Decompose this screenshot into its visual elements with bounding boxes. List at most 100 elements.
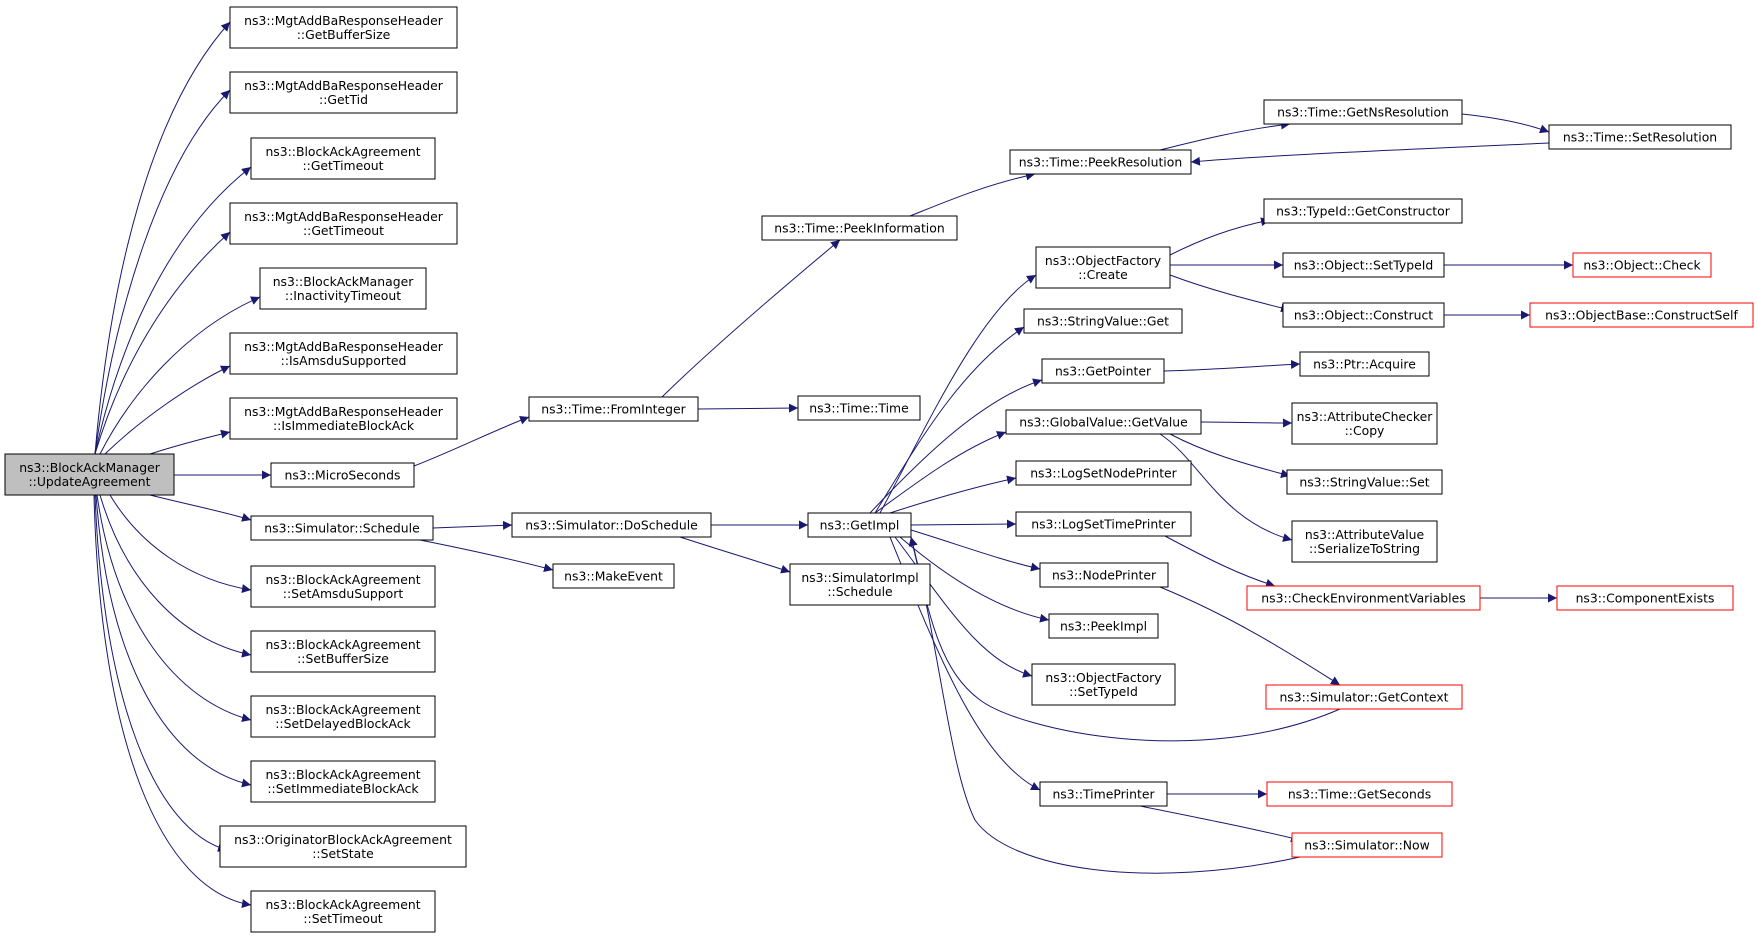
node-n-isimmediate[interactable]: ns3::MgtAddBaResponseHeader::IsImmediate…: [229, 397, 458, 440]
edge-root-to-n_setstate: [94, 494, 228, 852]
node-n-time-time[interactable]: ns3::Time::Time: [797, 395, 921, 421]
node-n-typeid-getconstructor[interactable]: ns3::TypeId::GetConstructor: [1263, 198, 1463, 224]
edge-n_getimpl-to-n_of_create: [879, 274, 1037, 514]
node-n-simimpl-schedule[interactable]: ns3::SimulatorImpl::Schedule: [789, 563, 931, 606]
node-box: [1015, 460, 1192, 486]
node-n-componentexists[interactable]: ns3::ComponentExists: [1556, 585, 1734, 611]
edge-n_setresolution-to-n_peekresolution: [1190, 142, 1550, 166]
edge-n_timeprinter-to-n_sim_now: [1139, 805, 1301, 843]
edge-n_getimpl-to-n_of_settypeid: [894, 536, 1033, 678]
edge-n_microseconds-to-n_frominteger: [413, 416, 530, 467]
node-n-getnsresolution[interactable]: ns3::Time::GetNsResolution: [1263, 99, 1463, 125]
node-n-logsettimeprinter[interactable]: ns3::LogSetTimePrinter: [1015, 511, 1192, 537]
node-n-setimmediate[interactable]: ns3::BlockAckAgreement::SetImmediateBloc…: [250, 760, 436, 803]
edge-n_getimpl-to-n_globalvalue_getvalue: [874, 431, 1007, 514]
node-box: [1291, 520, 1438, 563]
node-label-line: ns3::AttributeValue: [1305, 527, 1424, 542]
edge-root-to-n_inactivity: [99, 296, 261, 455]
node-label-line: ns3::BlockAckAgreement: [265, 637, 420, 652]
node-label-line: ns3::MgtAddBaResponseHeader: [244, 339, 444, 354]
node-n-of-create[interactable]: ns3::ObjectFactory::Create: [1035, 246, 1171, 289]
edge-n_getimpl-to-n_logsettimeprinter: [910, 519, 1017, 529]
edge-root-to-n_bag_gettimeout: [94, 166, 252, 455]
call-edges: [93, 21, 1573, 908]
node-n-getbuffersize[interactable]: ns3::MgtAddBaResponseHeader::GetBufferSi…: [229, 6, 458, 49]
node-label-line: ::GetTid: [319, 92, 368, 107]
node-label-line: ns3::Ptr::Acquire: [1313, 357, 1416, 372]
node-label-line: ::SetTypeId: [1069, 684, 1138, 699]
node-n-isamsdu[interactable]: ns3::MgtAddBaResponseHeader::IsAmsduSupp…: [229, 332, 458, 375]
node-box: [250, 760, 436, 803]
node-box: [229, 6, 458, 49]
node-n-time-getseconds[interactable]: ns3::Time::GetSeconds: [1266, 781, 1453, 807]
node-n-frominteger[interactable]: ns3::Time::FromInteger: [528, 396, 699, 422]
node-n-setbuffersize[interactable]: ns3::BlockAckAgreement::SetBufferSize: [250, 630, 436, 673]
node-n-schedule[interactable]: ns3::Simulator::Schedule: [250, 515, 434, 541]
node-n-mgt-gettimeout[interactable]: ns3::MgtAddBaResponseHeader::GetTimeout: [229, 202, 458, 245]
node-n-peekinformation[interactable]: ns3::Time::PeekInformation: [761, 215, 958, 241]
node-label-line: ns3::GlobalValue::GetValue: [1019, 415, 1188, 430]
node-n-globalvalue-getvalue[interactable]: ns3::GlobalValue::GetValue: [1005, 409, 1202, 435]
node-label-line: ns3::PeekImpl: [1060, 619, 1147, 634]
node-n-checkenv[interactable]: ns3::CheckEnvironmentVariables: [1246, 585, 1481, 611]
node-n-objectbase-constructself[interactable]: ns3::ObjectBase::ConstructSelf: [1529, 302, 1754, 328]
node-n-bag-gettimeout[interactable]: ns3::BlockAckAgreement::GetTimeout: [250, 137, 436, 180]
node-root[interactable]: ns3::BlockAckManager::UpdateAgreement: [4, 453, 175, 496]
node-label-line: ns3::StringValue::Set: [1299, 475, 1429, 490]
node-n-nodeprinter[interactable]: ns3::NodePrinter: [1039, 562, 1169, 588]
node-n-getpointer[interactable]: ns3::GetPointer: [1041, 358, 1165, 384]
node-n-ptr-acquire[interactable]: ns3::Ptr::Acquire: [1299, 351, 1430, 377]
edge-n_globalvalue_getvalue-to-n_attrvalue_serialize: [1159, 433, 1293, 542]
node-n-of-settypeid[interactable]: ns3::ObjectFactory::SetTypeId: [1031, 663, 1176, 706]
node-label-line: ns3::ObjectFactory: [1045, 670, 1161, 685]
node-n-inactivity[interactable]: ns3::BlockAckManager::InactivityTimeout: [259, 267, 427, 310]
node-box: [789, 563, 931, 606]
node-label-line: ns3::BlockAckAgreement: [265, 144, 420, 159]
node-box: [1286, 469, 1443, 495]
node-label-line: ::IsImmediateBlockAck: [273, 418, 415, 433]
node-box: [1299, 351, 1430, 377]
node-n-setresolution[interactable]: ns3::Time::SetResolution: [1548, 124, 1732, 150]
node-n-object-check[interactable]: ns3::Object::Check: [1572, 252, 1712, 278]
node-n-peekimpl[interactable]: ns3::PeekImpl: [1048, 613, 1159, 639]
node-n-stringvalue-set[interactable]: ns3::StringValue::Set: [1286, 469, 1443, 495]
node-n-settimeout[interactable]: ns3::BlockAckAgreement::SetTimeout: [250, 890, 436, 933]
node-label-line: ns3::MakeEvent: [564, 569, 663, 584]
node-n-setamsdu[interactable]: ns3::BlockAckAgreement::SetAmsduSupport: [250, 565, 436, 608]
node-n-sim-getcontext[interactable]: ns3::Simulator::GetContext: [1265, 684, 1463, 710]
node-label-line: ns3::GetPointer: [1055, 364, 1152, 379]
node-box: [1246, 585, 1481, 611]
node-box: [1263, 99, 1463, 125]
node-n-getimpl[interactable]: ns3::GetImpl: [807, 512, 912, 538]
node-n-microseconds[interactable]: ns3::MicroSeconds: [270, 462, 415, 488]
node-n-sim-now[interactable]: ns3::Simulator::Now: [1291, 832, 1443, 858]
node-n-attrvalue-serialize[interactable]: ns3::AttributeValue::SerializeToString: [1291, 520, 1438, 563]
edge-root-to-n_setdelayed: [96, 494, 252, 723]
node-n-gettid[interactable]: ns3::MgtAddBaResponseHeader::GetTid: [229, 71, 458, 114]
node-label-line: ns3::MgtAddBaResponseHeader: [244, 209, 444, 224]
node-label-line: ::InactivityTimeout: [285, 288, 401, 303]
node-label-line: ns3::MgtAddBaResponseHeader: [244, 78, 444, 93]
node-box: [229, 332, 458, 375]
node-box: [552, 563, 675, 589]
node-box: [807, 512, 912, 538]
node-box: [1023, 308, 1183, 334]
node-box: [1015, 511, 1192, 537]
node-label-line: ns3::StringValue::Get: [1037, 314, 1169, 329]
node-n-stringvalue-get[interactable]: ns3::StringValue::Get: [1023, 308, 1183, 334]
call-nodes: ns3::BlockAckManager::UpdateAgreementns3…: [4, 6, 1754, 933]
node-n-peekresolution[interactable]: ns3::Time::PeekResolution: [1009, 149, 1192, 175]
node-n-attrchecker-copy[interactable]: ns3::AttributeChecker::Copy: [1291, 402, 1438, 445]
node-n-makeevent[interactable]: ns3::MakeEvent: [552, 563, 675, 589]
node-n-logsetnodeprinter[interactable]: ns3::LogSetNodePrinter: [1015, 460, 1192, 486]
node-n-timeprinter[interactable]: ns3::TimePrinter: [1039, 781, 1168, 807]
node-n-object-settypeid[interactable]: ns3::Object::SetTypeId: [1282, 252, 1445, 278]
node-n-doschedule[interactable]: ns3::Simulator::DoSchedule: [511, 512, 712, 538]
node-label-line: ns3::BlockAckAgreement: [265, 572, 420, 587]
node-box: [1039, 781, 1168, 807]
node-n-setdelayed[interactable]: ns3::BlockAckAgreement::SetDelayedBlockA…: [250, 695, 436, 738]
node-n-setstate[interactable]: ns3::OriginatorBlockAckAgreement::SetSta…: [219, 825, 467, 868]
node-n-object-construct[interactable]: ns3::Object::Construct: [1282, 302, 1445, 328]
node-label-line: ::UpdateAgreement: [28, 474, 150, 489]
node-label-line: ::SerializeToString: [1309, 541, 1420, 556]
